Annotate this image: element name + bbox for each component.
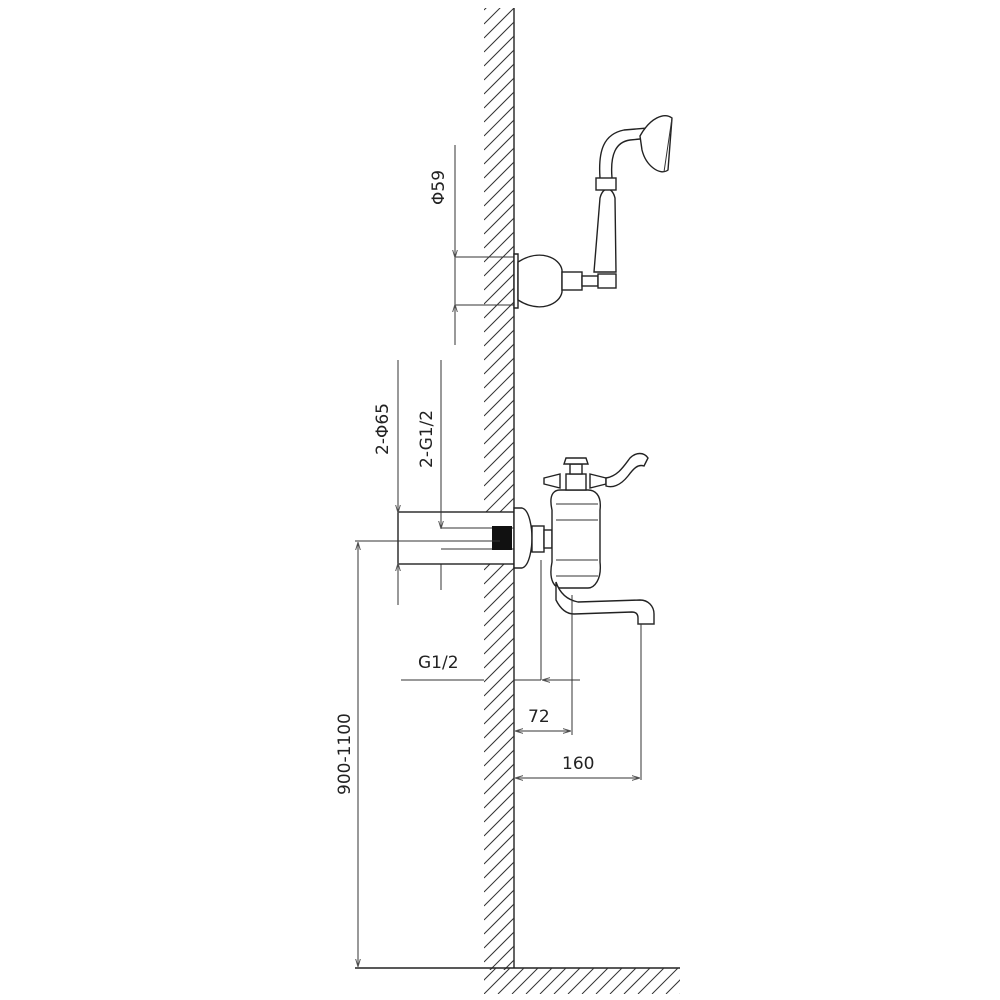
- bath-mixer: [531, 452, 655, 625]
- dim-mixer-depth: 72: [516, 707, 570, 731]
- dim-outlet-thread: 2-G1/2: [417, 410, 441, 528]
- inlet-thread-label: G1/2: [418, 653, 459, 673]
- shower-holder: [454, 145, 617, 345]
- reference-lines: [355, 540, 642, 780]
- dim-inlet-thread: G1/2: [418, 653, 580, 680]
- hand-shower: [593, 115, 673, 273]
- outlet-diameter-label: 2-Φ65: [373, 403, 393, 455]
- dim-spout-reach: 160: [516, 754, 639, 778]
- dim-mount-height: 900-1100: [335, 543, 358, 966]
- floor: [355, 967, 680, 994]
- wall: [484, 8, 515, 970]
- inlet-thread: [492, 526, 512, 550]
- mixer-depth-label: 72: [528, 707, 550, 727]
- outlet-thread-label: 2-G1/2: [417, 410, 437, 468]
- dim-shower-diameter: Φ59: [429, 170, 455, 345]
- wall-outlet: [397, 360, 533, 605]
- dim-outlet-diameter: 2-Φ65: [373, 403, 398, 605]
- mount-height-label: 900-1100: [335, 713, 355, 795]
- shower-diameter-label: Φ59: [429, 170, 449, 205]
- spout-reach-label: 160: [562, 754, 594, 774]
